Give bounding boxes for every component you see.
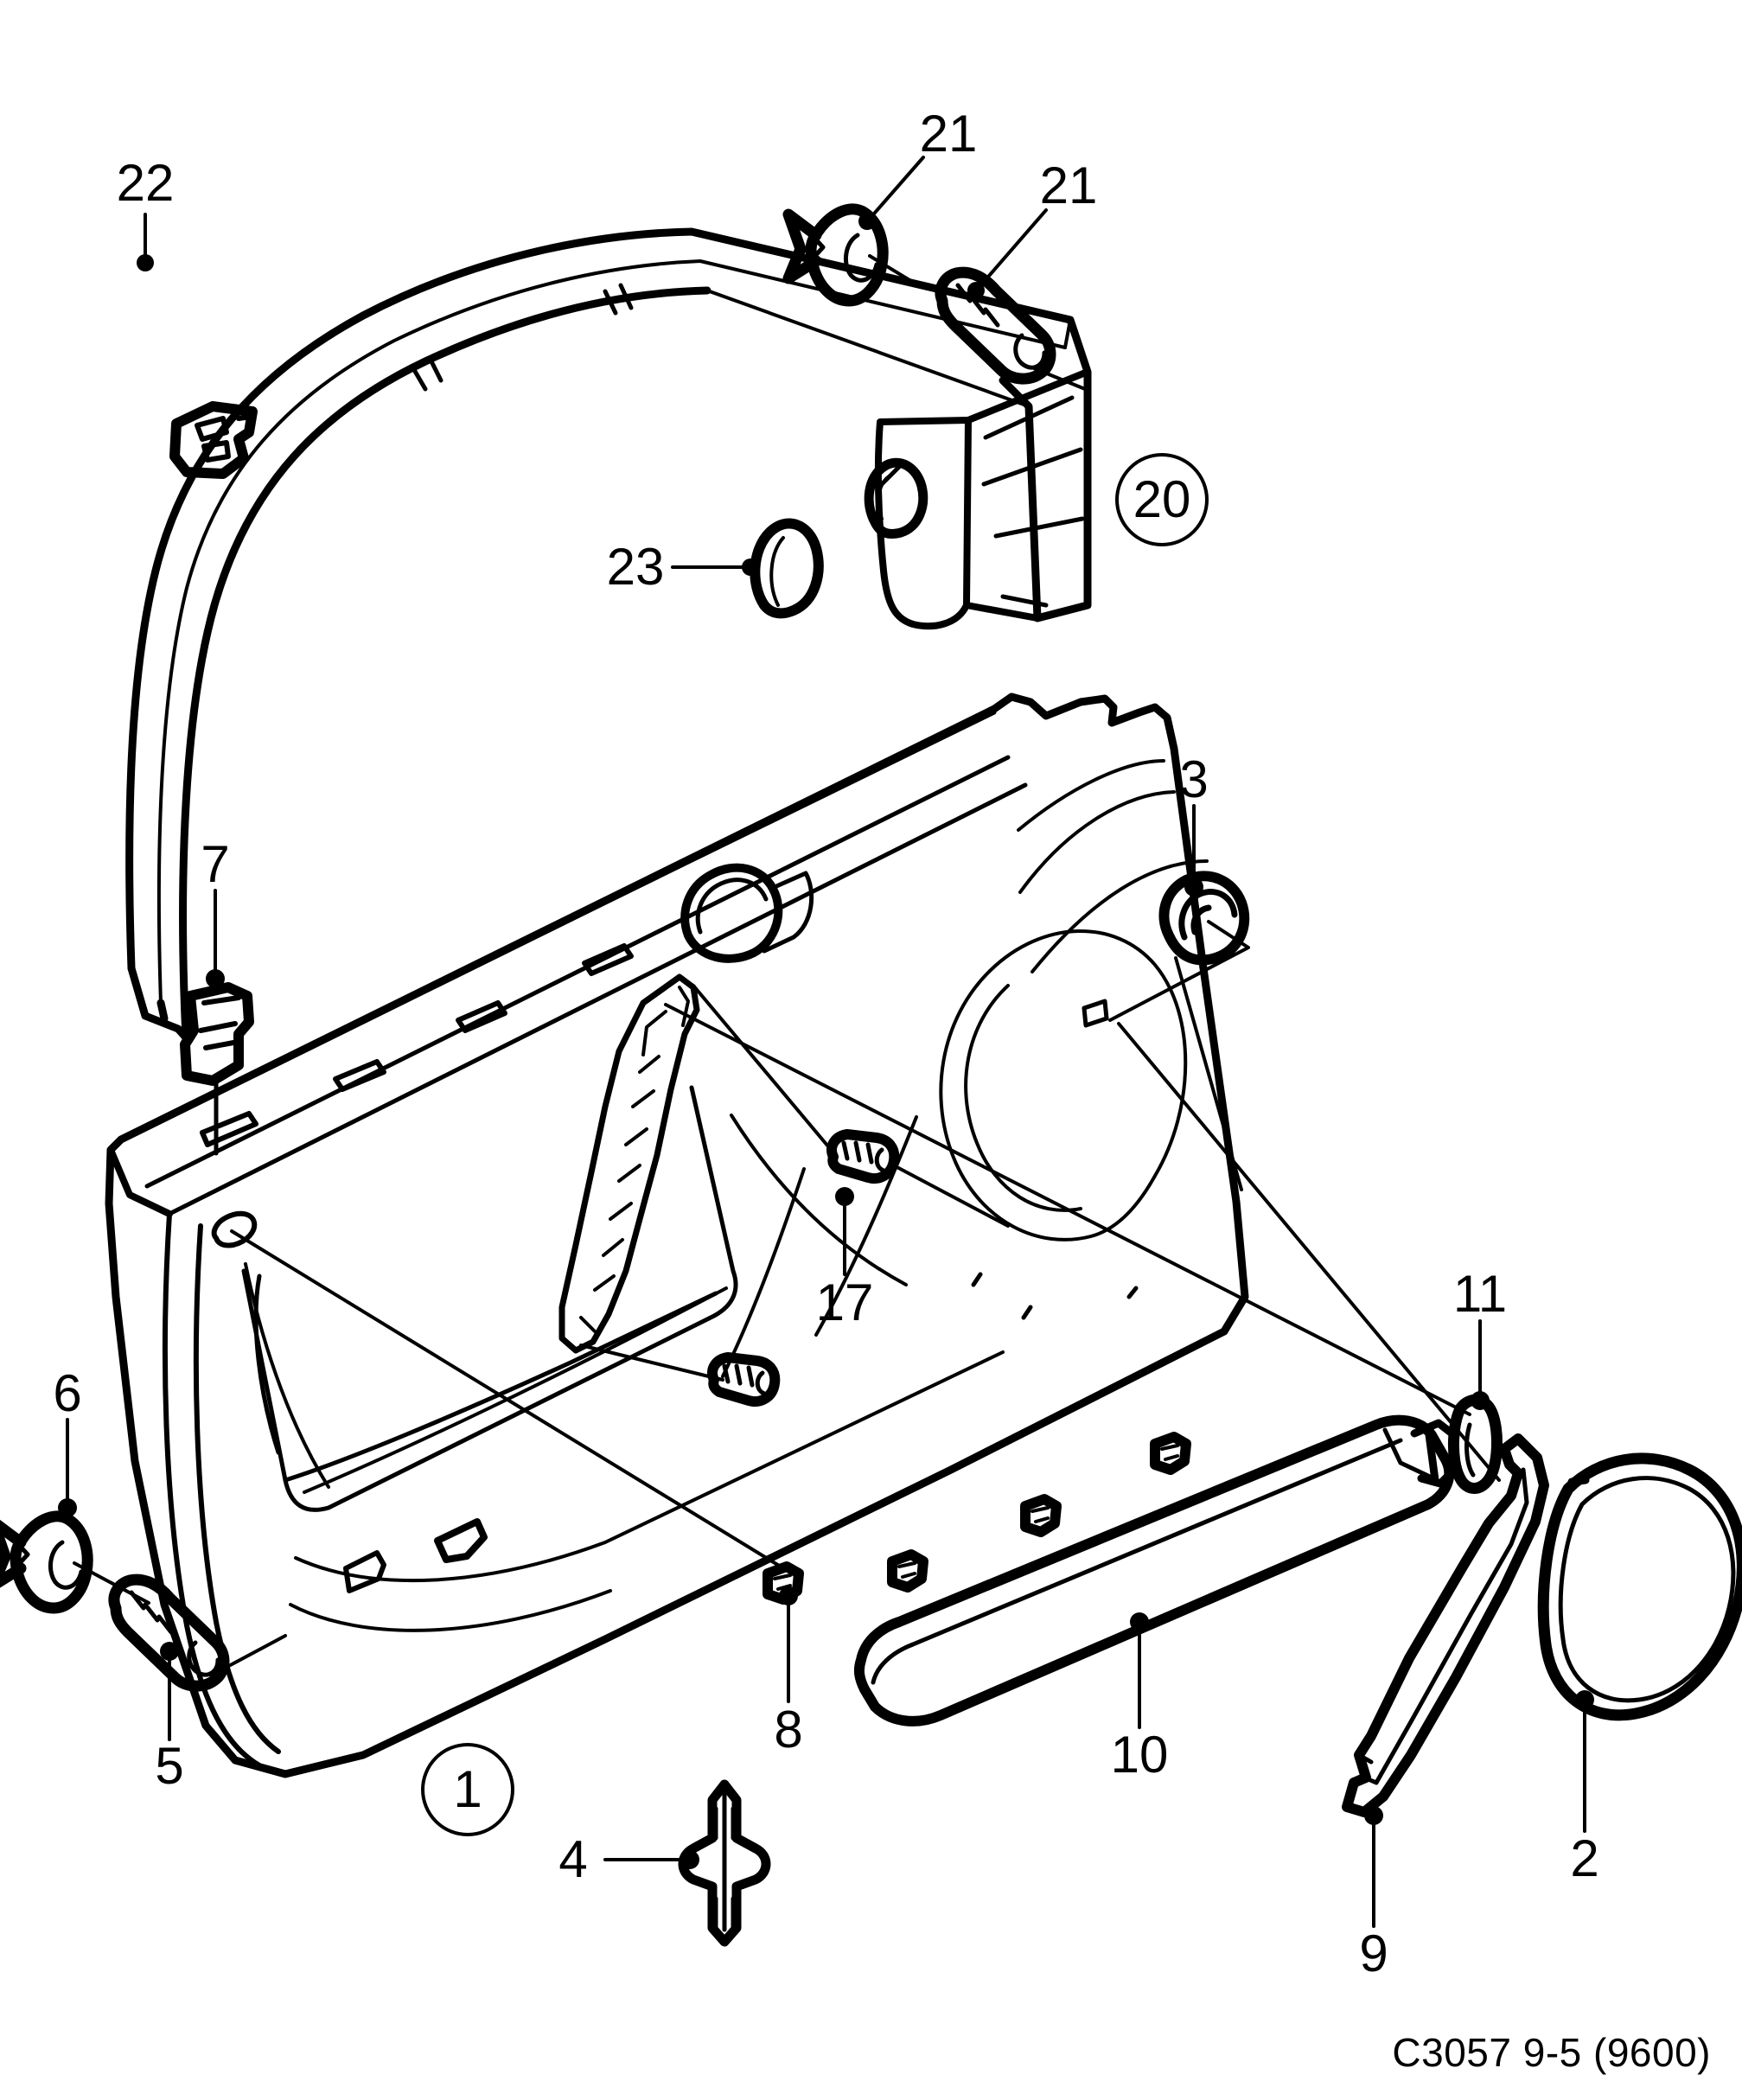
- diagram-caption: C3057 9-5 (9600): [1392, 2030, 1711, 2075]
- panel-screw-lower: [707, 1352, 781, 1407]
- trim-retaining-clip-detail: [198, 995, 241, 1050]
- speaker-grille-circle: [939, 929, 1188, 1241]
- window-belt-seal-inner: [156, 259, 1072, 1005]
- speaker-mount-slots: [971, 999, 1139, 1320]
- tweeter-speaker: [1158, 871, 1250, 966]
- tweeter-cutout: [680, 863, 783, 963]
- armrest-cover-pad-inner: [1558, 1476, 1736, 1703]
- callout-2[interactable]: 2: [1570, 1829, 1599, 1887]
- trim-clip-detail: [1160, 1444, 1179, 1461]
- callout-1[interactable]: 1: [421, 1743, 514, 1836]
- handle-trim-strip: [1342, 1433, 1549, 1817]
- callout-5[interactable]: 5: [155, 1737, 184, 1795]
- callout-22[interactable]: 22: [116, 154, 175, 212]
- panel-top-clip: [211, 1210, 258, 1248]
- panel-top-clip: [333, 1059, 386, 1092]
- seal-section-ticks: [411, 283, 634, 392]
- panel-rivet-shank: [209, 1634, 287, 1677]
- seal-screw-grommet-threads: [955, 283, 1047, 370]
- seal-retaining-clip-detail: [195, 414, 253, 463]
- grab-handle-trim: [558, 973, 700, 1354]
- leader-lines: [58, 156, 1594, 1928]
- handle-recess-hook: [434, 1518, 488, 1563]
- panel-top-rail: [118, 710, 1028, 1216]
- trim-clip: [887, 1549, 928, 1593]
- callout-21-b[interactable]: 21: [1039, 156, 1098, 214]
- panel-lower-contour: [289, 1350, 1005, 1632]
- panel-top-clip: [456, 1000, 507, 1033]
- reference-lines: [230, 984, 1501, 1575]
- callout-17[interactable]: 17: [815, 1273, 874, 1331]
- seal-plug-hole-inner: [876, 474, 892, 520]
- seal-right-end-block: [874, 368, 1091, 630]
- tweeter-leader-callout-line: [1108, 920, 1250, 1022]
- trim-clip-detail: [897, 1561, 916, 1579]
- tweeter-speaker-inner: [1178, 889, 1238, 941]
- push-pin-fastener: [0, 1510, 93, 1614]
- panel-top-clip: [200, 1111, 258, 1147]
- panel-screw-upper-detail: [841, 1140, 886, 1173]
- trim-clip: [1020, 1494, 1062, 1537]
- trim-clip: [1150, 1432, 1191, 1475]
- armrest-cover-pad-tab: [1567, 1476, 1590, 1486]
- panel-center-sculpt: [721, 1114, 918, 1378]
- seal-plug-hole: [864, 457, 928, 539]
- callout-6[interactable]: 6: [53, 1364, 82, 1422]
- seal-push-pin-shank: [868, 254, 920, 287]
- panel-top-rail-edge: [107, 1146, 173, 1217]
- oval-plug-cap-inner: [769, 536, 785, 607]
- push-pin-fastener-inner: [6, 1531, 84, 1590]
- callout-23[interactable]: 23: [606, 538, 665, 596]
- callout-10[interactable]: 10: [1110, 1726, 1169, 1784]
- armrest-pull-handle: [853, 1414, 1455, 1727]
- grab-handle-trim-detail: [579, 986, 690, 1333]
- panel-screw-lower-detail: [722, 1363, 767, 1396]
- handle-end-cap-inner: [1464, 1422, 1476, 1478]
- seal-screw-grommet: [935, 266, 1056, 385]
- seal-push-pin-inner: [801, 224, 879, 283]
- panel-top-clip: [582, 943, 634, 976]
- armrest-pull-handle-inner: [871, 1427, 1433, 1685]
- map-pocket-lip: [244, 1262, 728, 1494]
- trim-clip: [763, 1561, 804, 1605]
- panel-front-edge: [162, 1211, 281, 1768]
- panel-rivet-threads: [129, 1590, 220, 1677]
- trim-clip-detail: [773, 1573, 792, 1591]
- callout-11[interactable]: 11: [1452, 1265, 1508, 1323]
- seal-push-pin-fastener: [782, 203, 889, 307]
- trim-retaining-clip: [180, 982, 254, 1086]
- callout-9[interactable]: 9: [1359, 1924, 1388, 1982]
- callout-8[interactable]: 8: [774, 1701, 803, 1759]
- window-belt-seal-outline: [125, 227, 1092, 1042]
- handle-trim-strip-inner: [1356, 1467, 1529, 1785]
- panel-upper-sculpt: [1017, 759, 1243, 1191]
- seal-right-end-detail: [879, 395, 1085, 608]
- door-trim-panel-body: [105, 693, 1249, 1778]
- panel-screw-upper: [826, 1129, 900, 1184]
- trim-clip-detail: [1031, 1506, 1050, 1523]
- seal-screw-shank: [1032, 367, 1091, 393]
- panel-rivet-fastener: [108, 1573, 230, 1692]
- armrest-cover-pad: [1537, 1452, 1742, 1721]
- callout-3[interactable]: 3: [1179, 750, 1209, 808]
- panel-screw-upper-shank: [889, 1162, 1010, 1228]
- tweeter-cutout-inner: [695, 871, 814, 954]
- seal-lower-tail: [127, 964, 190, 1042]
- callout-21-a[interactable]: 21: [919, 105, 978, 163]
- door-handle-recess: [343, 1550, 386, 1593]
- christmas-tree-clip-detail: [713, 1789, 736, 1932]
- callout-7[interactable]: 7: [201, 835, 230, 893]
- callout-4[interactable]: 4: [558, 1830, 588, 1888]
- oval-plug-cap: [750, 518, 824, 619]
- seal-retaining-clip: [169, 401, 258, 479]
- map-pocket: [241, 1085, 738, 1512]
- callout-20[interactable]: 20: [1115, 453, 1209, 546]
